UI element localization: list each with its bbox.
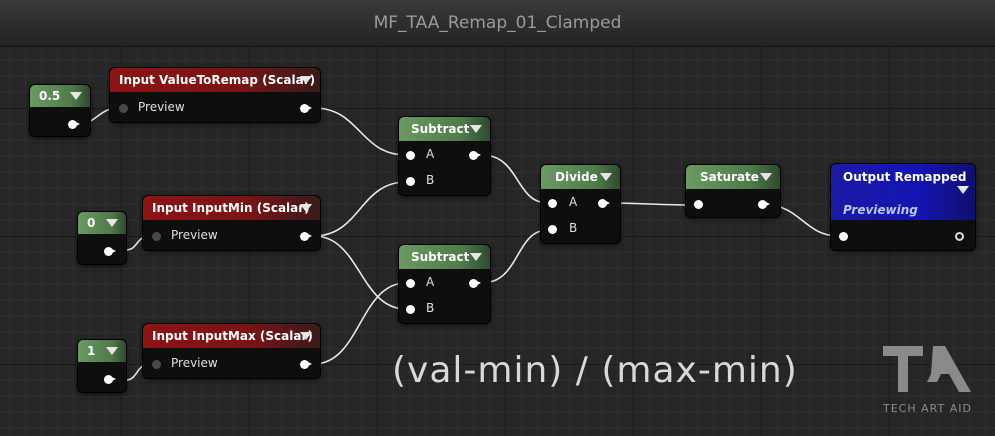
output-pin[interactable] (758, 200, 770, 209)
wire-min-to-subtract1-b (313, 181, 407, 237)
chevron-down-icon[interactable] (300, 204, 312, 212)
wire-max-to-subtract2-a (313, 282, 407, 365)
pin-a[interactable] (406, 279, 415, 288)
chevron-down-icon[interactable] (106, 347, 118, 355)
pin-b-label: B (569, 221, 578, 235)
constant-node-1[interactable]: 1 (78, 340, 126, 392)
output-pin[interactable] (104, 375, 116, 384)
graph-title: MF_TAA_Remap_01_Clamped (0, 0, 995, 47)
pin-b[interactable] (406, 177, 415, 186)
pin-b[interactable] (548, 225, 557, 234)
chevron-down-icon[interactable] (957, 186, 969, 194)
pin-b-label: B (426, 301, 435, 315)
chevron-down-icon[interactable] (760, 173, 772, 181)
saturate-node[interactable]: Saturate (686, 165, 780, 217)
input-header: Input ValueToRemap (Scalar) (110, 68, 320, 92)
logo-text: TECH ART AID (883, 402, 972, 415)
chevron-down-icon[interactable] (70, 92, 82, 100)
preview-input-pin[interactable] (152, 360, 161, 369)
input-header: Input InputMin (Scalar) (143, 196, 320, 220)
pin-b-label: B (426, 173, 435, 187)
subtract-node-1[interactable]: Subtract A B (399, 117, 490, 195)
pin-b[interactable] (406, 305, 415, 314)
output-pin[interactable] (68, 120, 80, 129)
preview-label: Preview (171, 356, 218, 370)
pin-a-label: A (569, 195, 578, 209)
input-pin[interactable] (839, 232, 848, 241)
output-pin[interactable] (469, 151, 481, 160)
pin-a-label: A (426, 275, 435, 289)
preview-input-pin[interactable] (152, 232, 161, 241)
constant-header: 1 (78, 340, 126, 362)
pin-a[interactable] (548, 199, 557, 208)
subtract-node-2[interactable]: Subtract A B (399, 245, 490, 323)
chevron-down-icon[interactable] (470, 253, 482, 261)
output-pin[interactable] (300, 232, 312, 241)
divide-header: Divide (541, 165, 620, 189)
output-pin[interactable] (598, 199, 610, 208)
preview-label: Preview (138, 100, 185, 114)
output-pin[interactable] (469, 279, 481, 288)
output-pin[interactable] (300, 104, 312, 113)
preview-label: Preview (171, 228, 218, 242)
constant-node-0[interactable]: 0 (78, 212, 126, 264)
wire-min-to-subtract2-b (313, 235, 407, 310)
output-pin[interactable] (300, 360, 312, 369)
output-ring-pin[interactable] (955, 232, 964, 241)
input-node-input-min[interactable]: Input InputMin (Scalar) Preview (143, 196, 320, 250)
subtract-header: Subtract (399, 117, 490, 141)
chevron-down-icon[interactable] (470, 125, 482, 133)
output-node[interactable]: Output Remapped Previewing (831, 164, 975, 250)
chevron-down-icon[interactable] (300, 332, 312, 340)
formula-annotation: (val-min) / (max-min) (392, 350, 798, 391)
constant-node-0.5[interactable]: 0.5 (30, 85, 90, 136)
chevron-down-icon[interactable] (600, 173, 612, 181)
input-node-input-max[interactable]: Input InputMax (Scalar) Preview (143, 324, 320, 378)
input-header: Input InputMax (Scalar) (143, 324, 320, 348)
preview-input-pin[interactable] (119, 104, 128, 113)
divide-node[interactable]: Divide A B (541, 165, 620, 243)
input-node-value-to-remap[interactable]: Input ValueToRemap (Scalar) Preview (110, 68, 320, 122)
output-pin[interactable] (104, 247, 116, 256)
chevron-down-icon[interactable] (106, 219, 118, 227)
subtract-header: Subtract (399, 245, 490, 269)
constant-header: 0.5 (30, 85, 90, 107)
input-pin[interactable] (694, 200, 703, 209)
chevron-down-icon[interactable] (300, 76, 312, 84)
saturate-header: Saturate (686, 165, 780, 189)
wire-subtract2-to-divide-b (481, 229, 549, 284)
pin-a-label: A (426, 147, 435, 161)
constant-header: 0 (78, 212, 126, 234)
pin-a[interactable] (406, 151, 415, 160)
output-header: Output Remapped Previewing (831, 164, 975, 220)
wire-value-to-subtract1-a (313, 107, 407, 156)
previewing-label: Previewing (843, 203, 918, 217)
wire-subtract1-to-divide-a (481, 154, 549, 204)
tech-art-aid-logo-icon (883, 346, 971, 392)
